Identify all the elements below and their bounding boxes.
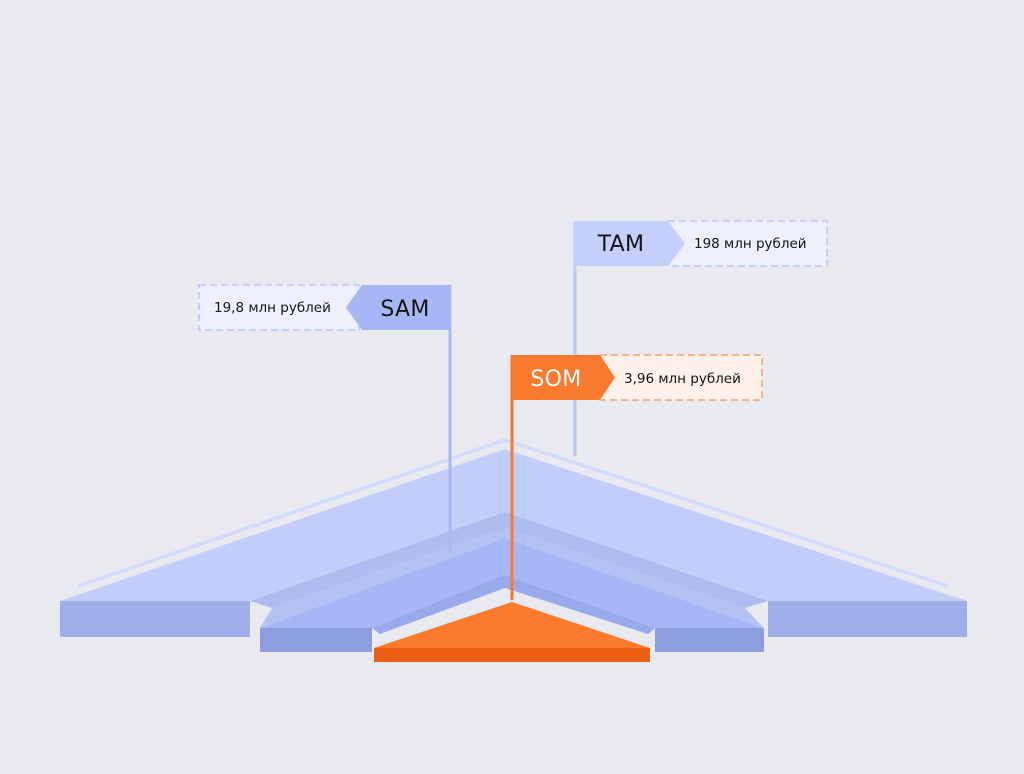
som-value-box: [600, 355, 762, 400]
tam-label: TAM: [597, 232, 645, 257]
tam-value-box: [668, 221, 827, 266]
tam-flag: TAM 198 млн рублей: [574, 220, 828, 267]
tam-value: 198 млн рублей: [694, 236, 807, 252]
som-tag: [511, 355, 615, 400]
sam-tag: [346, 285, 451, 330]
som-label: SOM: [530, 367, 581, 392]
sam-layer: [250, 512, 768, 652]
sam-label: SAM: [380, 297, 429, 322]
sam-value: 19,8 млн рублей: [214, 300, 331, 316]
sam-value-box: [199, 285, 359, 330]
sam-layer-bevel: [260, 528, 764, 628]
som-layer-top: [374, 602, 650, 648]
sam-layer-front-left: [260, 628, 372, 652]
tam-layer-front-right: [768, 601, 967, 637]
som-flag: SOM 3,96 млн рублей: [511, 354, 763, 401]
tam-layer-front-left: [60, 601, 250, 637]
tam-layer: [60, 438, 967, 637]
tam-tag: [574, 221, 685, 266]
som-value: 3,96 млн рублей: [624, 371, 741, 387]
sam-flag: SAM 19,8 млн рублей: [198, 284, 451, 331]
sam-layer-top: [260, 538, 764, 628]
sam-layer-front-right: [655, 628, 764, 652]
tam-layer-top: [60, 449, 967, 601]
som-layer-front: [374, 648, 650, 662]
